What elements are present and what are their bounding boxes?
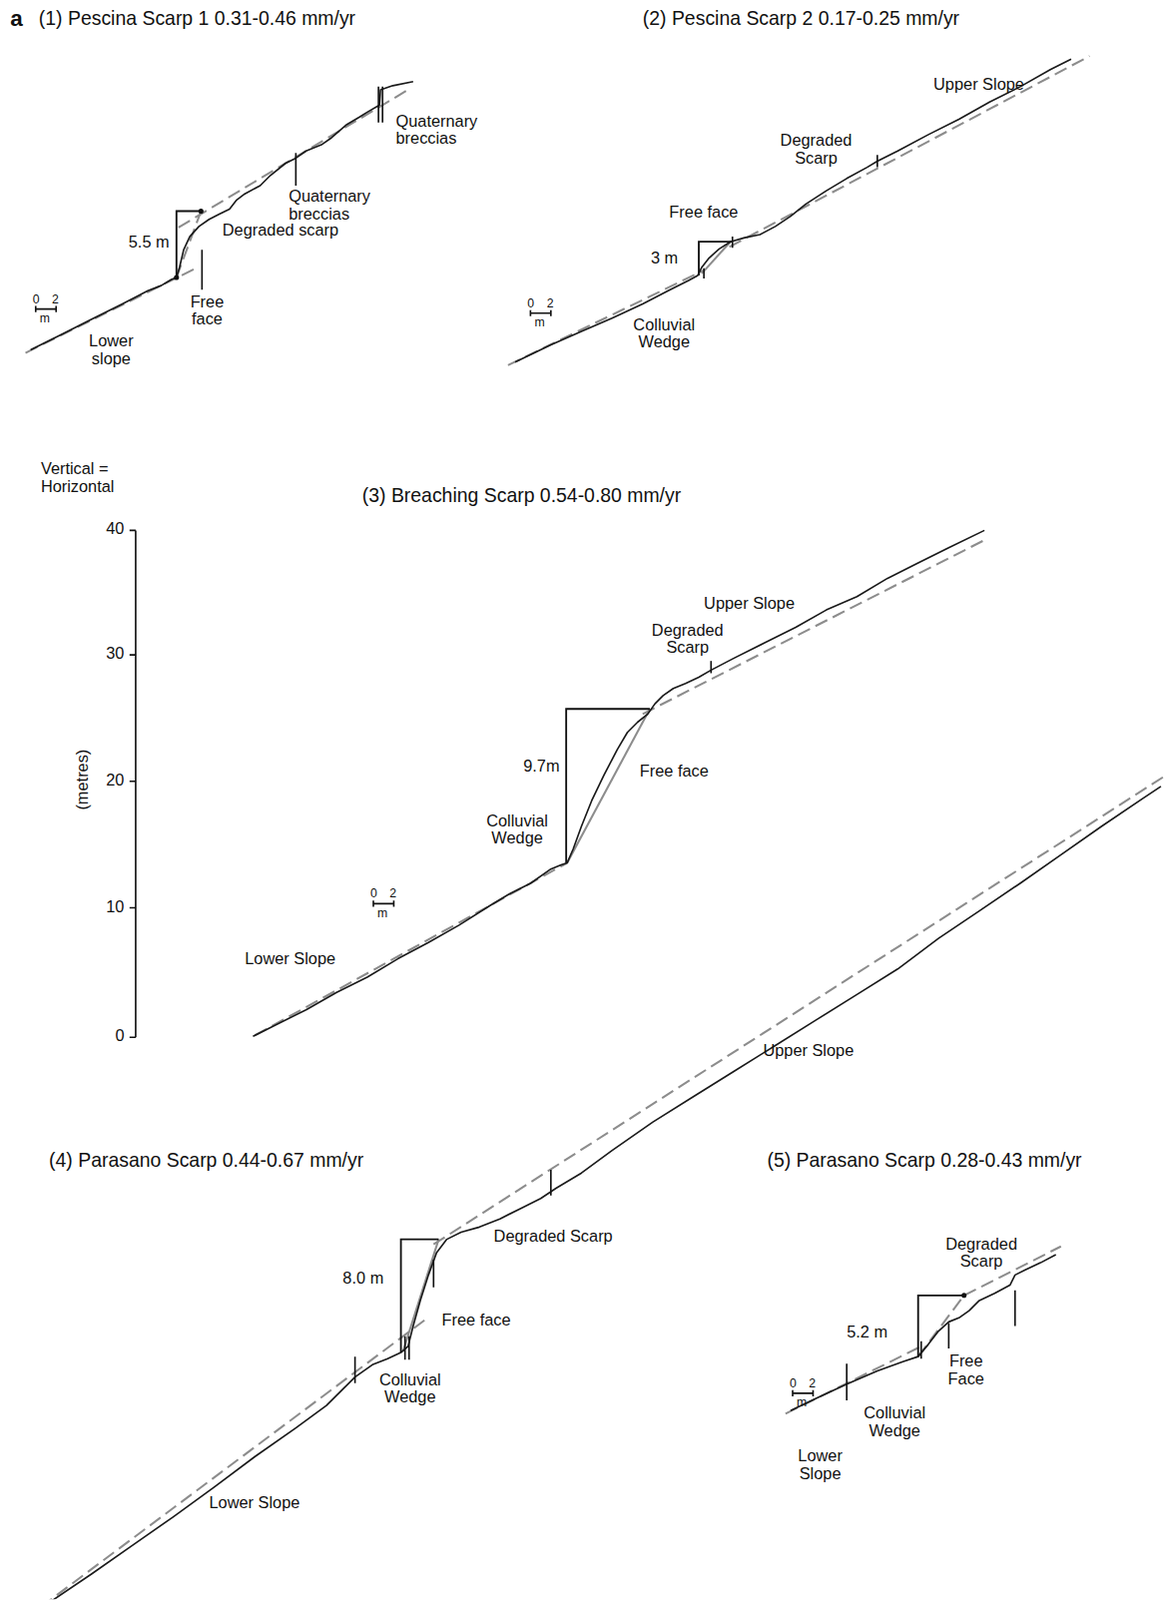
segment-label: Degraded Scarp [494, 1227, 613, 1245]
segment-label: Colluvial Wedge [623, 317, 704, 352]
segment-label: Upper Slope [703, 595, 795, 613]
free-face-fit [701, 241, 731, 274]
axis-tick-label: 0 [114, 1028, 124, 1046]
topographic-profile [515, 58, 1072, 363]
axis-tick-label: 30 [105, 645, 124, 663]
segment-label: Lower Slope [244, 950, 336, 968]
segment-label: Colluvial Wedge [371, 1371, 450, 1406]
axis-tick-label: 40 [105, 521, 124, 539]
segment-label: Colluvial Wedge [475, 812, 560, 847]
segment-label: Free face [181, 293, 233, 328]
unit-label: Quaternary breccias [395, 112, 493, 147]
offset-measure [566, 708, 650, 863]
offset-value: 8.0 m [342, 1269, 384, 1287]
offset-point [961, 1292, 967, 1298]
scale-value: 2 [51, 292, 59, 306]
offset-point [173, 274, 179, 280]
unit-label: Quaternary breccias [288, 188, 386, 223]
lower-slope-projection [9, 1318, 427, 1600]
scale-value: 0 [527, 296, 535, 310]
segment-label: Free Face [938, 1353, 994, 1388]
axis-title: (metres) [74, 742, 92, 817]
segment-label: Colluvial Wedge [852, 1405, 937, 1440]
panel-title: (1) Pescina Scarp 1 0.31-0.46 mm/yr [38, 7, 356, 28]
panel-title: (3) Breaching Scarp 0.54-0.80 mm/yr [362, 485, 681, 506]
segment-label: Free face [668, 203, 738, 221]
segment-label: Free face [639, 762, 709, 780]
topographic-profile [17, 786, 1162, 1600]
upper-slope-projection [642, 539, 988, 715]
panel-letter: a [9, 5, 23, 30]
lower-slope-projection [785, 1346, 922, 1414]
segment-label: Upper Slope [762, 1042, 854, 1060]
scale-value: 0 [32, 292, 40, 306]
offset-measure [176, 211, 202, 278]
panel-title: (2) Pescina Scarp 2 0.17-0.25 mm/yr [642, 7, 960, 28]
segment-label: Degraded scarp [222, 222, 339, 240]
axis-note: Vertical = Horizontal [40, 461, 135, 496]
segment-label: Degraded Scarp [940, 1236, 1023, 1271]
offset-measure [918, 1295, 965, 1357]
panel-title: (4) Parasano Scarp 0.44-0.67 mm/yr [48, 1151, 364, 1171]
segment-label: Lower Slope [208, 1495, 300, 1513]
segment-label: Free face [441, 1312, 511, 1330]
offset-value: 5.2 m [846, 1323, 888, 1341]
boundary-tick [355, 1169, 552, 1384]
offset-point [198, 208, 204, 214]
segment-label: Degraded Scarp [775, 132, 858, 167]
segment-label: Lower Slope [787, 1448, 853, 1483]
scale-value: 0 [370, 887, 378, 901]
scale-value: 2 [808, 1377, 816, 1391]
scale-unit: m [377, 906, 388, 920]
offset-value: 9.7m [523, 757, 560, 775]
boundary-tick [709, 660, 712, 673]
free-face-fit [403, 1239, 440, 1352]
panel-title: (5) Parasano Scarp 0.28-0.43 mm/yr [766, 1151, 1082, 1171]
scale-value: 2 [547, 296, 555, 310]
offset-value: 3 m [650, 249, 678, 267]
scale-unit: m [39, 312, 50, 326]
topographic-profile [790, 1254, 1057, 1411]
free-face-fit [567, 708, 650, 863]
segment-label: Upper Slope [933, 76, 1025, 94]
axis-tick-label: 20 [105, 772, 124, 790]
upper-slope-projection [729, 55, 1091, 247]
scale-value: 2 [389, 887, 397, 901]
offset-measure [401, 1239, 440, 1353]
segment-label: Degraded Scarp [646, 621, 729, 656]
segment-label: Lower slope [79, 333, 143, 368]
topographic-profile [30, 81, 414, 351]
axis-tick-label: 10 [105, 898, 124, 916]
scale-value: 0 [789, 1377, 797, 1391]
offset-value: 5.5 m [128, 234, 170, 252]
boundary-tick [846, 1290, 1016, 1401]
scale-unit: m [534, 316, 545, 330]
vertical-axis [129, 530, 136, 1038]
upper-slope-projection [433, 777, 1164, 1245]
topographic-profile [252, 530, 985, 1037]
scale-unit: m [796, 1396, 807, 1410]
